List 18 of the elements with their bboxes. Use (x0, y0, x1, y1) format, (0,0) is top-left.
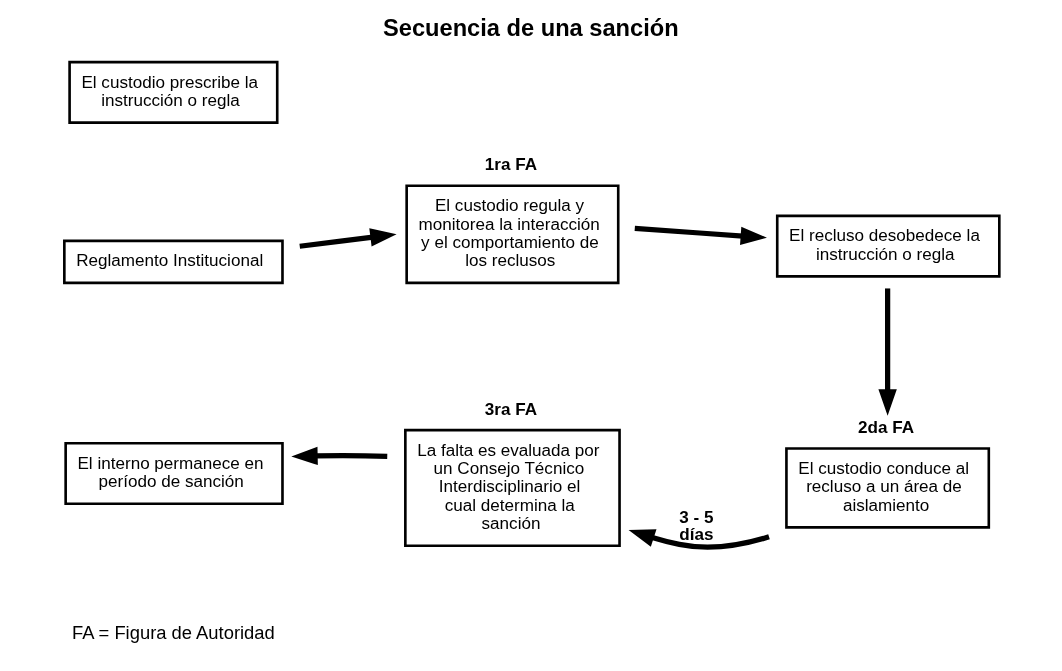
node-label: 3ra FA (484, 399, 537, 419)
node-box: El custodio prescribe la instrucción o regla (67, 60, 279, 124)
node-box: El recluso desobedece la instrucción o regla (775, 214, 1001, 278)
arrow (628, 529, 770, 550)
node-box: El interno permanece en período de sanción (63, 441, 284, 505)
arrow (298, 228, 397, 249)
diagram-title: Secuencia de una sanción (382, 15, 679, 42)
node-box: El custodio regula y monitorea la interacción y el comportamiento de los reclusos (404, 184, 620, 285)
node-box: Reglamento Institucional (62, 239, 284, 285)
node-box: El custodio conduce al recluso a un área de aislamiento (784, 447, 990, 529)
node-label: 1ra FA (484, 155, 537, 175)
arrow (634, 225, 767, 246)
edge-label: 3 - 5 días (678, 507, 714, 544)
label: FA = Figura de Autoridad (71, 621, 275, 643)
node-box: La falta es evaluada por un Consejo Técnico Interdisciplinario el cual determina la sanción (403, 428, 621, 548)
node-label: 2da FA (857, 418, 914, 438)
arrow (877, 288, 897, 416)
arrow (290, 446, 387, 466)
